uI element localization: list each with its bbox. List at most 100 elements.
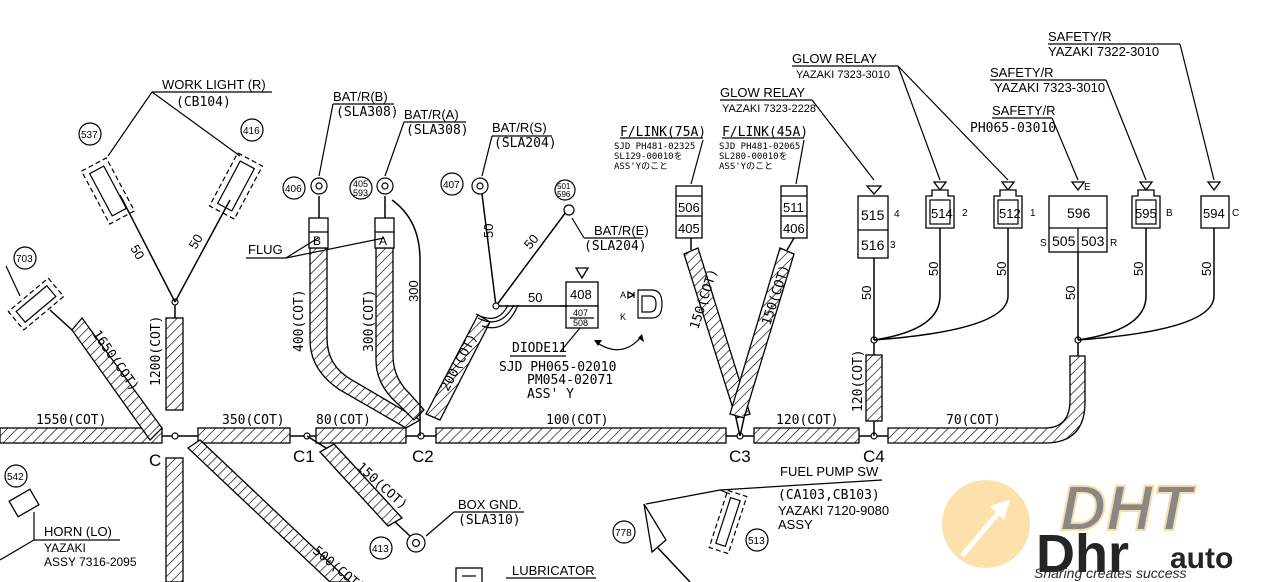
ref-593: 593 bbox=[353, 188, 368, 198]
flug-pointer: FLUG bbox=[246, 237, 385, 259]
glow-relay-group: 120(COT) 50 50 50 515 516 4 3 514 2 512 … bbox=[720, 51, 1036, 436]
pin-b: B bbox=[1166, 208, 1173, 219]
ref-778: 778 bbox=[615, 528, 632, 539]
horn-part: ASSY 7316-2095 bbox=[44, 555, 137, 569]
connector-515: 515 bbox=[861, 207, 885, 223]
wire-50-c: 50 bbox=[481, 224, 496, 238]
connector-407-diode: 407 bbox=[573, 308, 588, 318]
ref-413: 413 bbox=[372, 544, 389, 555]
length-70: 70(COT) bbox=[946, 413, 1001, 428]
glow1-title: GLOW RELAY bbox=[720, 85, 805, 100]
junction-c3: C3 bbox=[729, 447, 751, 466]
flink75-title: F/LINK(75A) bbox=[620, 125, 706, 140]
ref-501: 501 bbox=[557, 182, 571, 191]
branch-1650: 1650(COT) 703 bbox=[5, 246, 163, 442]
bat-b-title: BAT/R(B) bbox=[333, 89, 388, 104]
svg-text:Dhr: Dhr bbox=[1036, 524, 1129, 582]
wire-50-k: 50 bbox=[1199, 262, 1214, 276]
length-100: 100(COT) bbox=[546, 413, 609, 428]
ref-416: 416 bbox=[243, 126, 260, 137]
work-light-title: WORK LIGHT (R) bbox=[162, 77, 266, 92]
connector-511: 511 bbox=[783, 200, 804, 215]
plug-a: A bbox=[379, 234, 387, 248]
pin-1: 1 bbox=[1030, 208, 1036, 219]
connector-596: 596 bbox=[1067, 205, 1091, 221]
junction-c2: C2 bbox=[412, 447, 434, 466]
length-350: 350(COT) bbox=[222, 413, 285, 428]
pin-4: 4 bbox=[894, 209, 900, 220]
ref-513: 513 bbox=[748, 536, 765, 547]
ref-703: 703 bbox=[16, 254, 33, 265]
bat-a-code: (SLA308) bbox=[406, 123, 469, 138]
pin-c: C bbox=[1232, 208, 1239, 219]
safety2-code: YAZAKI 7323-3010 bbox=[994, 80, 1105, 95]
diode-part-1: SJD PH065-02010 bbox=[499, 360, 616, 375]
length-120-h: 120(COT) bbox=[776, 413, 839, 428]
pin-2: 2 bbox=[962, 208, 968, 219]
ref-596-small: 596 bbox=[557, 190, 571, 199]
bat-relay-b-branch: B BAT/R(B) (SLA308) 406 400(COT) bbox=[282, 89, 422, 429]
length-1200: 1200(COT) bbox=[149, 316, 164, 386]
horn-maker: YAZAKI bbox=[44, 541, 86, 555]
connector-512: 512 bbox=[999, 206, 1021, 221]
flink75-note-1: SL129-00010を bbox=[614, 151, 683, 162]
diode-part-3: ASS' Y bbox=[527, 387, 574, 402]
safety1-title: SAFETY/R bbox=[992, 103, 1056, 118]
flink75-note-2: ASS'Yのこと bbox=[614, 161, 668, 172]
fuel-pump-code: (CA103,CB103) bbox=[778, 488, 880, 503]
glow2-title: GLOW RELAY bbox=[792, 51, 877, 66]
flink45-title: F/LINK(45A) bbox=[722, 125, 808, 140]
safety1-code: PH065-03010 bbox=[970, 121, 1056, 136]
ref-406: 406 bbox=[285, 184, 302, 195]
ref-407: 407 bbox=[443, 180, 460, 191]
pin-s: S bbox=[1040, 238, 1047, 249]
watermark-logo: DHT Dhr auto Sharing creates success bbox=[942, 471, 1233, 582]
wire-50-g: 50 bbox=[926, 262, 941, 276]
connector-516: 516 bbox=[861, 237, 885, 253]
wire-50-j: 50 bbox=[1131, 262, 1146, 276]
work-light-code: (CB104) bbox=[176, 95, 231, 110]
bat-e-code: (SLA204) bbox=[584, 239, 647, 254]
diode-part-2: PM054-02071 bbox=[527, 373, 613, 388]
diode-title: DIODE11 bbox=[512, 341, 567, 356]
bat-b-code: (SLA308) bbox=[336, 105, 399, 120]
fuel-pump-title: FUEL PUMP SW bbox=[780, 464, 879, 479]
connector-505: 505 bbox=[1052, 233, 1076, 249]
length-80: 80(COT) bbox=[316, 413, 371, 428]
safety-relay-group: 50 50 50 E 596 505 503 S R 595 B 594 C S… bbox=[970, 29, 1239, 356]
horn-title: HORN (LO) bbox=[44, 524, 112, 539]
length-120-v: 120(COT) bbox=[851, 349, 866, 412]
connector-503: 503 bbox=[1081, 233, 1105, 249]
pin-r: R bbox=[1110, 238, 1117, 249]
flink45-note-1: SL280-00010を bbox=[719, 151, 788, 162]
safety3-title: SAFETY/R bbox=[1048, 29, 1112, 44]
length-300: 300 bbox=[406, 280, 421, 302]
glow2-code: YAZAKI 7323-3010 bbox=[796, 69, 890, 81]
length-1550: 1550(COT) bbox=[36, 413, 106, 428]
bat-a-title: BAT/R(A) bbox=[404, 107, 459, 122]
watermark-tagline: Sharing creates success bbox=[1034, 565, 1187, 581]
ref-542: 542 bbox=[7, 472, 24, 483]
bat-relay-a-branch: A BAT/R(A) (SLA308) 405 593 300(COT) 300 bbox=[349, 107, 469, 436]
ref-537: 537 bbox=[81, 130, 98, 141]
bat-e-title: BAT/R(E) bbox=[594, 223, 649, 238]
junction-c1: C1 bbox=[293, 447, 315, 466]
flink45-note-2: ASS'Yのこと bbox=[719, 161, 773, 172]
connector-405: 405 bbox=[678, 221, 700, 236]
diode-connector: 408 407 508 DIODE11 SJD PH065-02010 PM05… bbox=[499, 267, 663, 402]
pin-3: 3 bbox=[890, 240, 896, 251]
length-200: 200(COT) bbox=[438, 332, 481, 394]
safety3-code: YAZAKI 7322-3010 bbox=[1048, 44, 1159, 59]
connector-508: 508 bbox=[573, 318, 588, 328]
watermark-logo-mark: Dhr bbox=[1036, 524, 1129, 582]
svg-text:DHT: DHT bbox=[1060, 472, 1196, 544]
plug-b: B bbox=[313, 234, 321, 248]
length-400: 400(COT) bbox=[292, 289, 307, 352]
horn-lo: 542 HORN (LO) YAZAKI ASSY 7316-2095 bbox=[0, 464, 137, 569]
fuel-pump-part: YAZAKI 7120-9080 bbox=[778, 503, 889, 518]
wire-50-i: 50 bbox=[1063, 286, 1078, 300]
connector-594: 594 bbox=[1203, 206, 1225, 221]
ref-405: 405 bbox=[353, 179, 368, 189]
junction-c4: C4 bbox=[863, 447, 885, 466]
main-trunk bbox=[0, 355, 1086, 444]
